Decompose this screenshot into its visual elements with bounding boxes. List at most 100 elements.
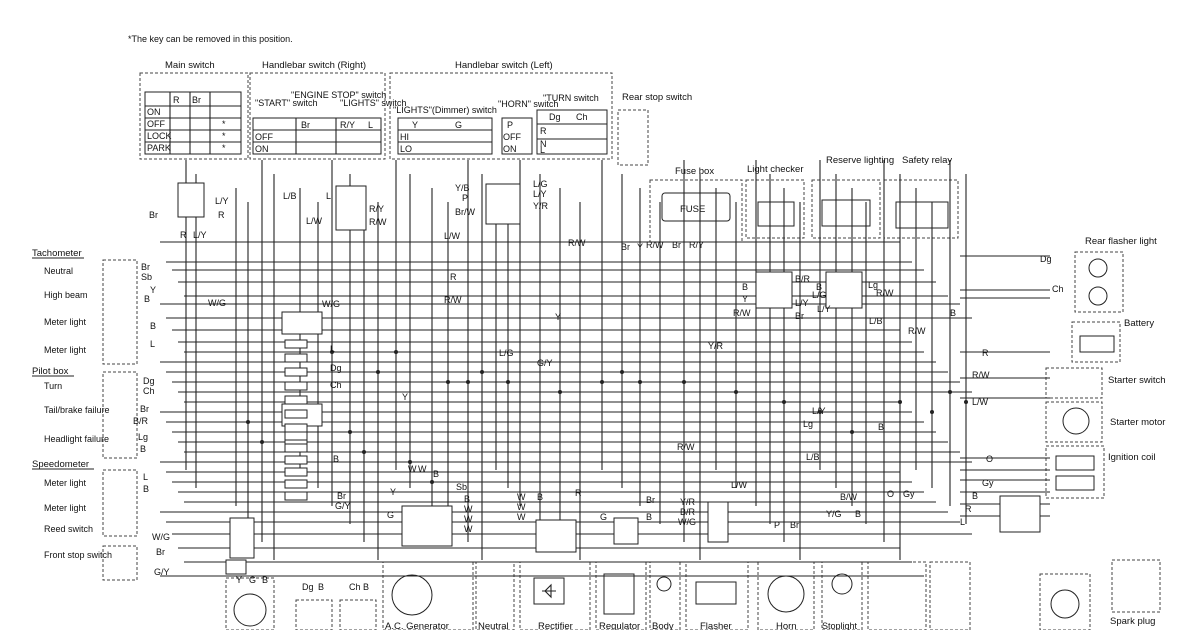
rear-flasher-box — [1074, 251, 1124, 313]
wire-code: R — [982, 348, 989, 358]
wire-code: Br — [149, 210, 158, 220]
wire-code: Ch — [349, 582, 361, 592]
connector — [335, 185, 367, 231]
junction-dot — [348, 430, 352, 434]
right-col-ry: R/Y — [340, 120, 355, 130]
rear-flasher-bulb-1 — [1088, 258, 1108, 278]
handlebar-left-title: Handlebar switch (Left) — [455, 60, 553, 71]
safety-relay-title: Safety relay — [902, 155, 952, 166]
light-checker-box — [745, 179, 805, 239]
stoplight-title: Stoplight — [822, 621, 858, 630]
connector — [284, 491, 308, 501]
main-row-on: ON — [147, 107, 161, 117]
wire-code: Br/W — [455, 207, 476, 217]
wire-code: R/W — [908, 326, 926, 336]
pilot-box-title: Pilot box — [32, 366, 69, 377]
wire-code: Br — [790, 520, 799, 530]
junction-dot — [638, 380, 642, 384]
junction-dot — [620, 370, 624, 374]
junction-dot — [466, 380, 470, 384]
wire-code: Gy — [982, 478, 994, 488]
wire-code: B — [433, 469, 439, 479]
right-row-off: OFF — [255, 132, 273, 142]
horn-switch-label: "HORN" switch — [498, 99, 558, 109]
tail-lamp-symbol — [1050, 589, 1080, 619]
wire-code: Y — [150, 285, 156, 295]
wire-code: W/G — [322, 299, 340, 309]
wire-code: W/G — [152, 532, 170, 542]
wire-code: Gy — [903, 489, 915, 499]
wire-code: L/G — [812, 290, 827, 300]
wire-code: Br — [621, 242, 630, 252]
main-row-lock: LOCK — [147, 131, 172, 141]
junction-dot — [850, 430, 854, 434]
wire-code: R — [575, 488, 582, 498]
wire-code: R — [180, 230, 187, 240]
main-col-r: R — [173, 95, 180, 105]
body-title: Body — [652, 621, 674, 630]
battery-body — [1079, 335, 1115, 353]
junction-dot — [362, 450, 366, 454]
front-stop-title: Front stop switch — [44, 550, 112, 560]
ignition-coil-2 — [1055, 475, 1095, 491]
junction-dot — [480, 370, 484, 374]
connector — [284, 455, 308, 465]
wire-code: B — [363, 582, 369, 592]
junction-dot — [734, 390, 738, 394]
reserve-lighting-title: Reserve lighting — [826, 155, 894, 166]
headlight-symbol — [233, 593, 267, 627]
neutral-box — [475, 561, 515, 630]
wire-code: Sb — [141, 272, 152, 282]
handlebar-left-box — [389, 72, 613, 160]
wire-code: Y — [742, 294, 748, 304]
front-flasher-left-box — [295, 599, 333, 630]
junction-dot — [446, 380, 450, 384]
wire-labels: Br Sb Y B B L Dg Ch Br B/R Lg B L B W/G … — [133, 179, 1064, 592]
wire-code: L — [143, 472, 148, 482]
stoplight-box — [821, 561, 863, 630]
connector — [825, 271, 863, 309]
handlebar-right-title: Handlebar switch (Right) — [262, 60, 366, 71]
tach-high-beam: High beam — [44, 290, 88, 300]
left-col-dg: Dg — [549, 112, 561, 122]
main-switch-title: Main switch — [165, 60, 215, 71]
wire-code: Br — [337, 491, 346, 501]
main-switch-box — [139, 72, 249, 160]
wire-code: G/Y — [537, 358, 553, 368]
ac-generator-symbol — [391, 574, 433, 616]
starter-switch-title: Starter switch — [1108, 375, 1166, 386]
horn-title: Horn — [776, 621, 797, 630]
connector — [999, 495, 1041, 533]
wire-code: L — [150, 339, 155, 349]
tachometer-box — [102, 259, 138, 365]
wire-code: Y — [236, 575, 242, 585]
wire-code: L/G — [533, 179, 548, 189]
wire-code: R/W — [568, 238, 586, 248]
ac-generator-title: A.C. Generator — [385, 621, 449, 630]
wire-code: B — [816, 282, 822, 292]
starter-motor-title: Starter motor — [1110, 417, 1165, 428]
front-stop-box — [102, 545, 138, 581]
condenser-box — [867, 561, 927, 630]
junction-dot — [246, 420, 250, 424]
handlebar-right-table — [252, 117, 382, 155]
wire-code: W — [517, 502, 526, 512]
wire-code: Y/G — [826, 509, 842, 519]
wire-code: O — [887, 489, 894, 499]
tach-neutral: Neutral — [44, 266, 73, 276]
connector — [284, 367, 308, 377]
wire-code: B — [742, 282, 748, 292]
wire-code: G/Y — [154, 567, 170, 577]
wire-code: L/B — [806, 452, 820, 462]
regulator-body — [603, 573, 635, 615]
reserve-lighting-box — [811, 179, 881, 239]
turn-row-l: L — [540, 145, 545, 155]
wire-code: B/W — [840, 492, 858, 502]
wire-code: Ch — [330, 380, 342, 390]
turn-switch-label: "TURN switch — [543, 93, 599, 103]
speedo-reed-switch: Reed switch — [44, 524, 93, 534]
wire-code: B — [140, 444, 146, 454]
wire-code: Y — [402, 392, 408, 402]
wire-code: R/W — [972, 370, 990, 380]
wire-code: R/Y — [369, 204, 384, 214]
